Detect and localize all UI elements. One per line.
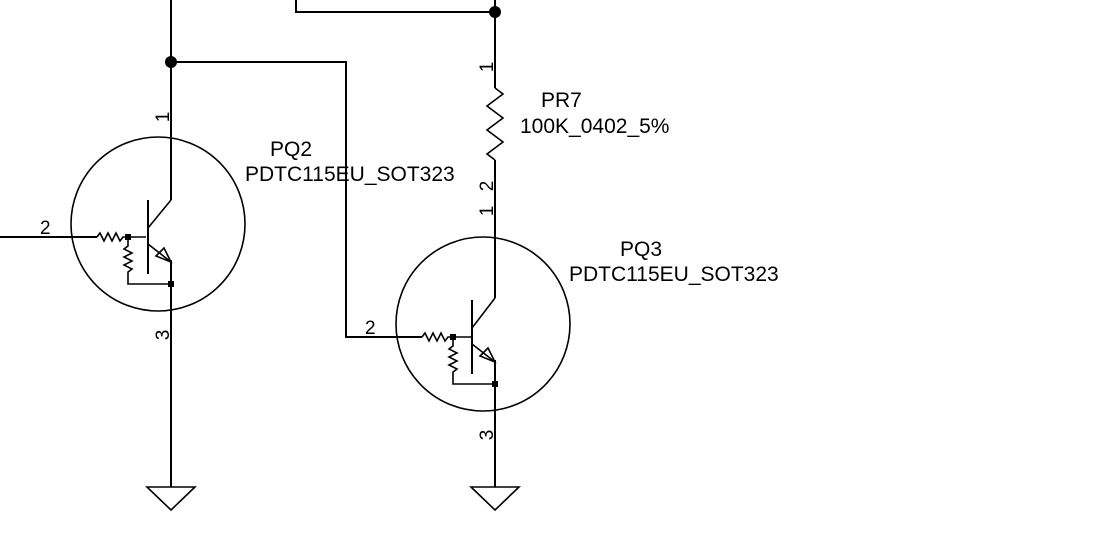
wires	[0, 0, 496, 487]
pq3-value-label: PDTC115EU_SOT323	[569, 263, 779, 286]
resistor-pr7-zigzag	[485, 87, 505, 161]
pq2-pin-base-label: 2	[40, 218, 51, 239]
ground-icon-pq3	[469, 486, 521, 512]
pq2-emitter-arrow-icon	[154, 246, 173, 264]
pq2-collector-lead	[147, 199, 172, 229]
pq3-pin-collector-label: 1	[477, 206, 498, 217]
pq3-bias-resistor-icon	[447, 337, 495, 385]
junction-dot-pq2-collector	[165, 56, 177, 68]
pq2-emitter-node	[168, 281, 174, 287]
pq2-pin-emitter-label: 3	[153, 330, 174, 341]
junction-dot-pr7-top	[489, 6, 501, 18]
pq3-pin-emitter-label: 3	[477, 430, 498, 441]
pq3-collector-lead	[471, 297, 496, 329]
pr7-reference-label: PR7	[541, 89, 582, 112]
pq2-reference-label: PQ2	[270, 138, 312, 161]
transistor-pq2: 1 2 3 PQ2 PDTC115EU_SOT323	[40, 112, 455, 341]
wire-pq2-to-pq3-base	[171, 61, 422, 338]
pr7-pin-top-label: 1	[477, 62, 498, 73]
pq2-value-label: PDTC115EU_SOT323	[245, 163, 455, 186]
pq3-emitter-node	[492, 381, 498, 387]
pq2-pin-collector-label: 1	[153, 112, 174, 123]
pq3-pin-base-label: 2	[365, 318, 376, 339]
pq2-base-resistor-icon	[96, 231, 128, 243]
pr7-value-label: 100K_0402_5%	[520, 115, 669, 138]
pq2-bias-resistor-icon	[122, 237, 171, 285]
resistor-pr7: 1 2 PR7 100K_0402_5%	[477, 62, 669, 192]
wire-top-net	[295, 0, 495, 13]
pq2-body-circle	[70, 136, 246, 312]
pq3-reference-label: PQ3	[620, 238, 662, 261]
ground-icon-pq2	[145, 486, 197, 512]
pr7-pin-bottom-label: 2	[477, 181, 498, 192]
pq3-base-resistor-icon	[421, 331, 453, 343]
pq3-body-circle	[395, 236, 571, 412]
pq3-emitter-arrow-icon	[478, 346, 497, 364]
transistor-pq3: 1 2 3 PQ3 PDTC115EU_SOT323	[365, 206, 779, 441]
